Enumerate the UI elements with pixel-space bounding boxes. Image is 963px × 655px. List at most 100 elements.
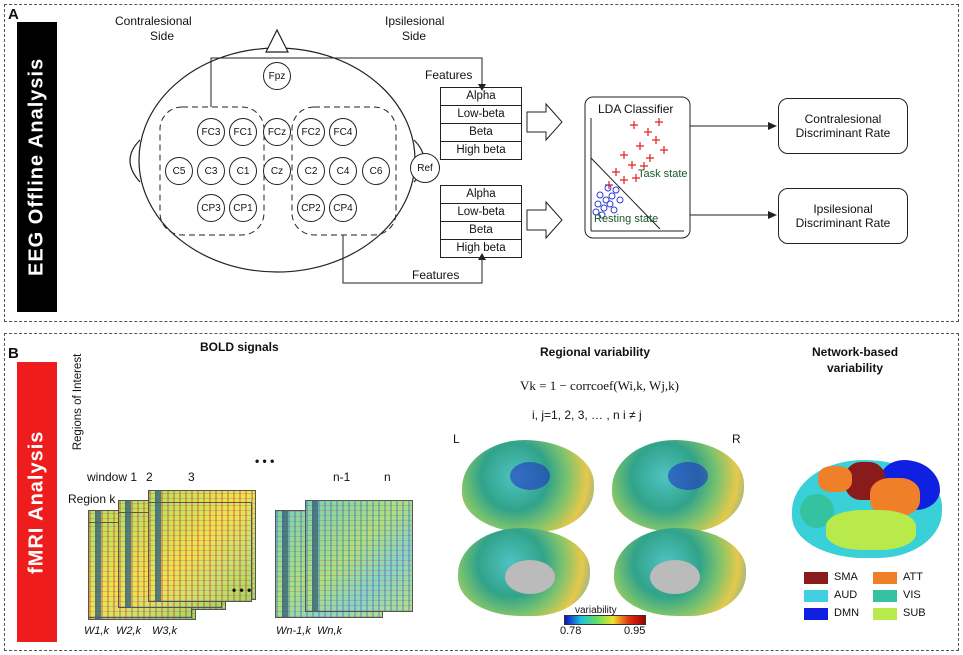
ipsilesional-label-1: Ipsilesional bbox=[385, 14, 445, 28]
legend-label-aud: AUD bbox=[834, 589, 858, 601]
window-label-1: window 1 bbox=[87, 470, 138, 484]
electrode-fc3: FC3 bbox=[197, 118, 225, 146]
ipsi-output-line1: Ipsilesional bbox=[813, 202, 873, 216]
task-state-points bbox=[605, 118, 668, 189]
legend-label-dmn: DMN bbox=[834, 607, 860, 619]
electrode-c5: C5 bbox=[165, 157, 193, 185]
legend-swatch-sma bbox=[804, 572, 828, 584]
features-label-bottom: Features bbox=[412, 268, 460, 282]
electrode-fpz: Fpz bbox=[263, 62, 291, 90]
feature-alpha: Alpha bbox=[441, 186, 521, 204]
feature-high-beta: High beta bbox=[456, 144, 506, 156]
task-state-label: Task state bbox=[638, 168, 688, 180]
legend-swatch-att bbox=[873, 572, 897, 584]
panel-b-band: fMRI Analysis bbox=[17, 362, 57, 642]
w-label-2: W2,k bbox=[116, 625, 142, 637]
hemi-right: R bbox=[732, 432, 741, 446]
regional-title: Regional variability bbox=[540, 345, 651, 359]
colorbar bbox=[564, 615, 646, 625]
panel-a-letter: A bbox=[8, 6, 19, 23]
contra-output-line2: Discriminant Rate bbox=[795, 126, 891, 140]
panel-a bbox=[4, 4, 959, 322]
legend-label-sub: SUB bbox=[903, 607, 926, 619]
feature-alpha: Alpha bbox=[441, 88, 521, 106]
formula: Vk = 1 − corrcoef(Wi,k, Wj,k) bbox=[520, 378, 680, 393]
network-region-sub bbox=[826, 510, 916, 550]
resting-state-points bbox=[592, 184, 624, 219]
medial-wall-right bbox=[650, 560, 700, 594]
ipsilesional-group bbox=[291, 106, 397, 236]
electrode-ref: Ref bbox=[410, 153, 440, 183]
connector-top bbox=[210, 57, 483, 107]
colorbar-min: 0.78 bbox=[560, 625, 582, 637]
legend-label-vis: VIS bbox=[903, 589, 921, 601]
electrode-c3: C3 bbox=[197, 157, 225, 185]
legend-label-sma: SMA bbox=[834, 571, 858, 583]
contralesional-label-2: Side bbox=[150, 29, 175, 43]
eeg-head-diagram bbox=[129, 28, 777, 284]
window-label-3: 3 bbox=[188, 470, 195, 484]
window-label-n-1: n-1 bbox=[333, 470, 351, 484]
electrode-c4: C4 bbox=[329, 157, 357, 185]
ipsilesional-label-2: Side bbox=[402, 29, 427, 43]
feature-high-beta: High beta bbox=[456, 242, 506, 254]
electrode-c2: C2 bbox=[297, 157, 325, 185]
hollow-arrow-top bbox=[526, 102, 563, 142]
hemi-left: L bbox=[453, 432, 460, 446]
w-label-1: W1,k bbox=[84, 625, 110, 637]
connector-bottom bbox=[342, 235, 483, 284]
features-label-top: Features bbox=[425, 68, 473, 82]
left-ear bbox=[129, 139, 141, 183]
electrode-cp4: CP4 bbox=[329, 194, 357, 222]
feature-table-bottom: Alpha Low-beta Beta High beta bbox=[440, 185, 522, 258]
window-matrix-3-front bbox=[148, 502, 252, 602]
contra-output-line1: Contralesional bbox=[804, 112, 882, 126]
electrode-c6: C6 bbox=[362, 157, 390, 185]
medial-wall-left bbox=[505, 560, 555, 594]
classifier-title: LDA Classifier bbox=[598, 102, 674, 116]
feature-beta: Beta bbox=[441, 124, 521, 142]
decision-boundary bbox=[590, 157, 661, 230]
highlight-left bbox=[510, 462, 550, 490]
nose bbox=[265, 28, 289, 53]
colorbar-max: 0.95 bbox=[624, 625, 646, 637]
legend-swatch-dmn bbox=[804, 608, 828, 620]
window-label-2: 2 bbox=[146, 470, 153, 484]
contralesional-output: Contralesional Discriminant Rate bbox=[778, 98, 908, 154]
w-label-n-1: Wn-1,k bbox=[276, 625, 311, 637]
formula-condition: i, j=1, 2, 3, … , n i ≠ j bbox=[532, 408, 642, 422]
network-title-2: variability bbox=[827, 361, 884, 375]
feature-beta: Beta bbox=[441, 222, 521, 240]
w-label-3: W3,k bbox=[152, 625, 178, 637]
legend-label-att: ATT bbox=[903, 571, 923, 583]
resting-state-label: Resting state bbox=[594, 213, 659, 225]
dots-top: • • • bbox=[255, 454, 275, 468]
bold-title: BOLD signals bbox=[200, 340, 279, 354]
legend-swatch-aud bbox=[804, 590, 828, 602]
window-label-n: n bbox=[384, 470, 391, 484]
electrode-fc4: FC4 bbox=[329, 118, 357, 146]
feature-low-beta: Low-beta bbox=[441, 204, 521, 222]
electrode-cp3: CP3 bbox=[197, 194, 225, 222]
electrode-cp2: CP2 bbox=[297, 194, 325, 222]
highlight-right bbox=[668, 462, 708, 490]
feature-low-beta: Low-beta bbox=[441, 106, 521, 124]
dots-matrices: • • • bbox=[232, 583, 252, 597]
electrode-c1: C1 bbox=[229, 157, 257, 185]
roi-axis-label: Regions of Interest bbox=[72, 353, 84, 451]
panel-b-letter: B bbox=[8, 345, 19, 362]
network-region-att bbox=[870, 478, 920, 516]
electrode-fc2: FC2 bbox=[297, 118, 325, 146]
electrode-fcz: FCz bbox=[263, 118, 291, 146]
network-title-1: Network-based bbox=[812, 345, 899, 359]
electrode-cz: Cz bbox=[263, 157, 291, 185]
network-region-att-2 bbox=[818, 466, 852, 492]
hollow-arrow-bottom bbox=[526, 200, 563, 240]
panel-b bbox=[4, 333, 959, 651]
window-matrix-n bbox=[305, 500, 413, 612]
legend-swatch-vis bbox=[873, 590, 897, 602]
colorbar-title: variability bbox=[575, 605, 617, 616]
ipsi-output-line2: Discriminant Rate bbox=[795, 216, 891, 230]
feature-table-top: Alpha Low-beta Beta High beta bbox=[440, 87, 522, 160]
region-k-label: Region k bbox=[68, 492, 116, 506]
